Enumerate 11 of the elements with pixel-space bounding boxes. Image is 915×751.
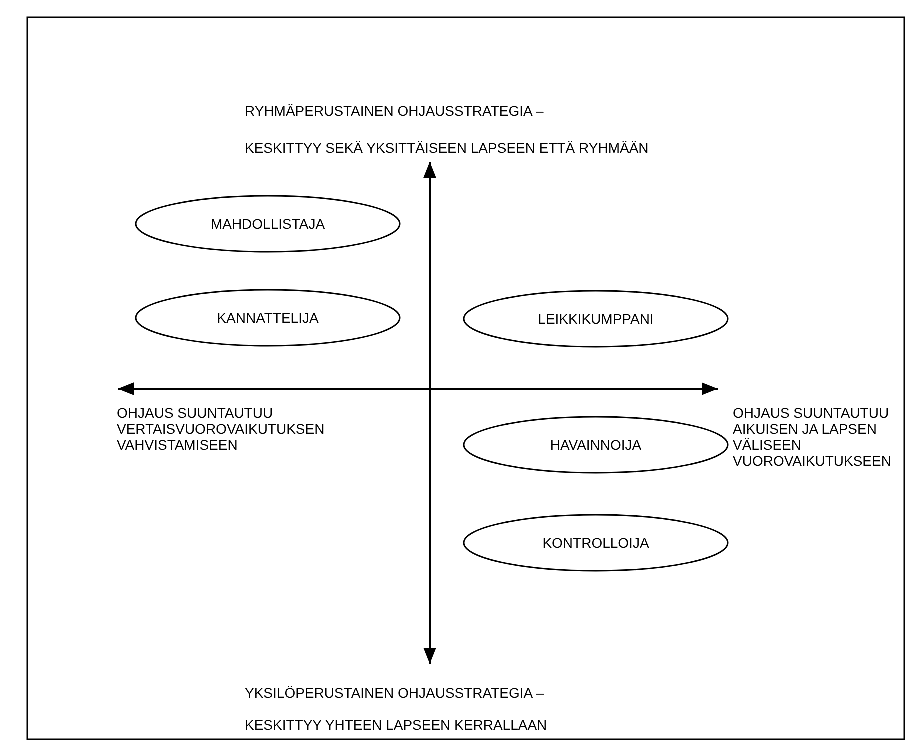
- axis-label: OHJAUS SUUNTAUTUU VERTAISVUOROVAIKUTUKSEN VAHVISTAMISEEN: [117, 405, 326, 453]
- axis-title: RYHMÄPERUSTAINEN OHJAUSSTRATEGIA –: [245, 103, 544, 119]
- axis-title: KESKITTYY SEKÄ YKSITTÄISEEN LAPSEEN ETTÄ RYHMÄÄN: [245, 140, 649, 156]
- role-label: KONTROLLOIJA: [542, 535, 650, 551]
- axis-label: OHJAUS SUUNTAUTUU AIKUISEN JA LAPSEN VÄLISEEN VUOROVAIKUTUKSEEN: [733, 405, 892, 469]
- role-label: MAHDOLLISTAJA: [210, 216, 326, 232]
- axis-title: KESKITTYY YHTEEN LAPSEEN KERRALLAAN: [245, 717, 548, 733]
- role-label: LEIKKIKUMPPANI: [538, 311, 654, 327]
- role-label: KANNATTELIJA: [217, 310, 319, 326]
- role-label: HAVAINNOIJA: [550, 437, 642, 453]
- axis-title: YKSILÖPERUSTAINEN OHJAUSSTRATEGIA –: [245, 685, 544, 701]
